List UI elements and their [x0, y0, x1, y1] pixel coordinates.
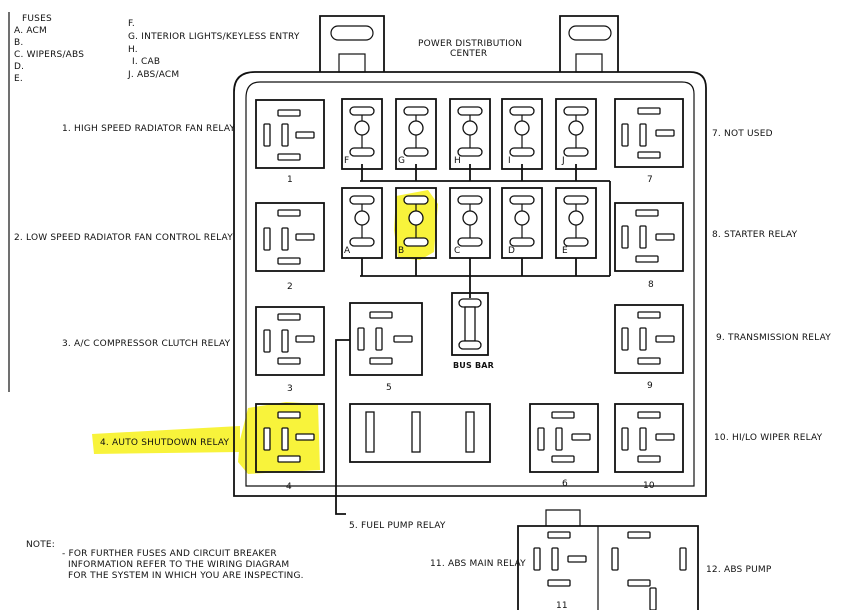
note-title: NOTE: — [26, 540, 55, 550]
note-line-1: - FOR FURTHER FUSES AND CIRCUIT BREAKER — [62, 549, 277, 559]
fuse-d — [501, 187, 543, 259]
mounting-tab-left — [319, 15, 385, 73]
fuse-letter-c: C — [454, 246, 460, 256]
label-relay-8: 8. STARTER RELAY — [712, 230, 798, 240]
fuse-legend-left-1: B. — [14, 38, 23, 48]
relay-num-8: 8 — [648, 280, 654, 290]
fuse-letter-a: A — [344, 246, 351, 256]
label-relay-4: 4. AUTO SHUTDOWN RELAY — [100, 438, 230, 448]
note-line-2: INFORMATION REFER TO THE WIRING DIAGRAM — [68, 560, 289, 570]
bus-bar-label: BUS BAR — [453, 361, 494, 370]
relay-num-4: 4 — [286, 482, 292, 492]
label-relay-5: 5. FUEL PUMP RELAY — [349, 521, 446, 531]
title-line-1: POWER DISTRIBUTION — [418, 39, 522, 49]
fuses-title: FUSES — [22, 14, 52, 24]
fuse-f — [341, 98, 383, 170]
abs-module — [517, 509, 699, 610]
bus-wiring — [360, 164, 611, 298]
abs-pump-relay — [611, 531, 687, 610]
relay-10 — [614, 403, 684, 473]
fuse-letter-g: G — [398, 156, 405, 166]
bus-bar — [451, 292, 489, 356]
relay-num-3: 3 — [287, 384, 293, 394]
relay-3 — [255, 306, 325, 376]
fuse-j — [555, 98, 597, 170]
mounting-tab-right — [559, 15, 619, 73]
relay-num-10: 10 — [643, 481, 655, 491]
fuel-pump-leader — [335, 339, 350, 515]
label-relay-9: 9. TRANSMISSION RELAY — [716, 333, 831, 343]
relay-2 — [255, 202, 325, 272]
fuse-legend-left-2: C. WIPERS/ABS — [14, 50, 84, 60]
fuse-legend-left-4: E. — [14, 74, 23, 84]
relay-num-6: 6 — [562, 479, 568, 489]
fuse-h — [449, 98, 491, 170]
fuse-legend-right-0: F. — [128, 19, 135, 29]
label-abs-pump: 12. ABS PUMP — [706, 565, 772, 575]
relay-4 — [255, 403, 325, 473]
highlight-auto-shutdown-label — [92, 426, 240, 454]
label-relay-11: 11. ABS MAIN RELAY — [430, 559, 526, 569]
fuse-letter-e: E — [562, 246, 568, 256]
fuse-letter-f: F — [344, 156, 349, 166]
large-connector-block — [349, 403, 491, 463]
relay-num-2: 2 — [287, 282, 293, 292]
label-relay-3: 3. A/C COMPRESSOR CLUTCH RELAY — [62, 339, 231, 349]
fuse-c — [449, 187, 491, 259]
relay-8 — [614, 202, 684, 272]
fuse-legend-left-3: D. — [14, 62, 24, 72]
fuse-i — [501, 98, 543, 170]
fuse-letter-d: D — [508, 246, 515, 256]
fuse-a — [341, 187, 383, 259]
relay-num-9: 9 — [647, 381, 653, 391]
label-relay-1: 1. HIGH SPEED RADIATOR FAN RELAY — [62, 124, 235, 134]
relay-num-1: 1 — [287, 175, 293, 185]
fuse-g — [395, 98, 437, 170]
relay-7 — [614, 98, 684, 168]
label-relay-7: 7. NOT USED — [712, 129, 773, 139]
relay-5 — [349, 302, 423, 376]
relay-6 — [529, 403, 599, 473]
relay-1 — [255, 99, 325, 169]
fuse-legend-right-3: I. CAB — [132, 57, 160, 67]
pdc-housing-outer — [233, 71, 707, 497]
fuse-legend-right-1: G. INTERIOR LIGHTS/KEYLESS ENTRY — [128, 32, 300, 42]
fuse-legend-left-0: A. ACM — [14, 26, 47, 36]
note-line-3: FOR THE SYSTEM IN WHICH YOU ARE INSPECTI… — [68, 571, 304, 581]
relay-11 — [533, 531, 587, 587]
fuse-letter-b: B — [398, 246, 404, 256]
fuse-e — [555, 187, 597, 259]
fuse-letter-i: I — [508, 156, 511, 166]
relay-num-7: 7 — [647, 175, 653, 185]
fuse-letter-h: H — [454, 156, 461, 166]
relay-9 — [614, 304, 684, 374]
label-relay-10: 10. HI/LO WIPER RELAY — [714, 433, 823, 443]
relay-num-11: 11 — [556, 601, 568, 610]
fuse-legend-right-2: H. — [128, 45, 138, 55]
fuse-letter-j: J — [561, 156, 565, 166]
fuse-legend-right-4: J. ABS/ACM — [127, 70, 179, 80]
relay-num-5: 5 — [386, 383, 392, 393]
label-relay-2: 2. LOW SPEED RADIATOR FAN CONTROL RELAY — [14, 233, 233, 243]
fuse-b — [395, 187, 437, 259]
pdc-housing-inner — [245, 81, 695, 487]
title-line-2: CENTER — [450, 49, 487, 59]
